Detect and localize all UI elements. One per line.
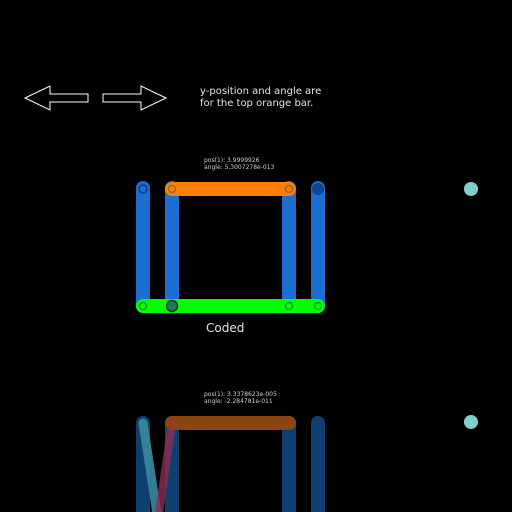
bottom-mechanism: [136, 416, 325, 512]
top-angle-readout: angle: 5.3007278e-013: [204, 164, 275, 171]
joint: [138, 301, 148, 311]
bottom-readout: pos(1): 3.3378623e-005 angle: -2.284781e…: [204, 391, 277, 405]
right-arrow-icon: [102, 85, 168, 111]
bottom-angle-readout: angle: -2.284781e-011: [204, 398, 273, 405]
joint: [284, 301, 294, 311]
red-slanted-bar: [155, 419, 176, 512]
joint: [167, 184, 177, 194]
marker-dot-top: [464, 182, 478, 196]
caption-line-2: for the top orange bar.: [200, 98, 314, 109]
top-pos-readout: pos(1): 3.9999926: [204, 157, 260, 164]
bottom-pos-readout: pos(1): 3.3378623e-005: [204, 391, 277, 398]
left-arrow-icon: [23, 85, 89, 111]
joint: [313, 301, 323, 311]
marker-dot-bottom: [464, 415, 478, 429]
joint: [284, 184, 294, 194]
top-mechanism: [136, 181, 325, 313]
joint: [168, 419, 176, 427]
left-arrow-button[interactable]: [23, 85, 89, 111]
caption-line-1: y-position and angle are: [200, 86, 322, 97]
instruction-caption: y-position and angle are for the top ora…: [200, 86, 400, 110]
joint: [165, 299, 179, 313]
joint: [138, 184, 148, 194]
joint: [312, 183, 324, 195]
top-readout: pos(1): 3.9999926 angle: 5.3007278e-013: [204, 157, 274, 171]
simulation-name-label: Coded: [206, 321, 245, 335]
teal-slanted-bar: [138, 418, 162, 512]
right-arrow-button[interactable]: [102, 85, 168, 111]
